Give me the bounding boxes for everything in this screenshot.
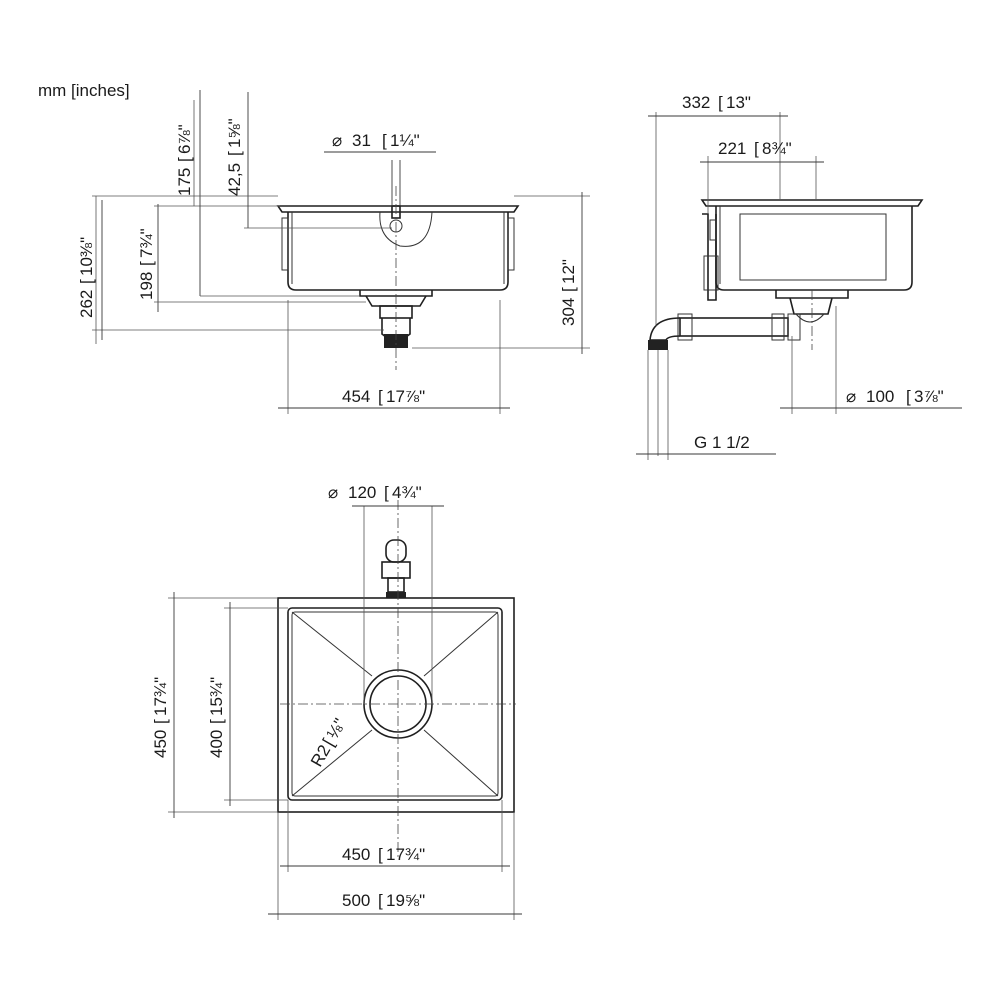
inner-width-450-inches: 17¾" [386, 845, 425, 864]
outer-450-mm: 450 [151, 730, 170, 758]
drain-120-diameter-symbol: ⌀ [328, 483, 338, 502]
height-304-mm: 304 [559, 298, 578, 326]
inner-width-450-bracket: [ [378, 845, 383, 864]
width-454-inches: 17⅞" [386, 387, 425, 406]
outer-500-mm: 500 [342, 891, 370, 910]
drain-100-diameter-symbol: ⌀ [846, 387, 856, 406]
depth-332-mm: 332 [682, 93, 710, 112]
outer-500-bracket: [ [378, 891, 383, 910]
height-175-bracket: [ [175, 157, 194, 162]
depth-221-mm: 221 [718, 139, 746, 158]
drain-120-mm: 120 [348, 483, 376, 502]
radius-inches: ⅛" [323, 715, 350, 742]
front-view: ⌀ 31 [ 1¼" 175 [ 6⅞" 42,5 [ 1⅝" 262 [ 10… [77, 90, 590, 414]
units-label: mm [inches] [38, 81, 130, 100]
width-454-bracket: [ [378, 387, 383, 406]
outer-500-inches: 19⅝" [386, 891, 425, 910]
inner-400-bracket: [ [207, 719, 226, 724]
outer-450-bracket: [ [151, 719, 170, 724]
inner-width-450-mm: 450 [342, 845, 370, 864]
faucet-hole-diameter-symbol: ⌀ [332, 131, 342, 150]
height-262-inches: 10⅜" [77, 237, 96, 276]
inner-400-mm: 400 [207, 730, 226, 758]
height-198-bracket: [ [137, 261, 156, 266]
inner-400-inches: 15¾" [207, 677, 226, 716]
drain-100-bracket: [ [906, 387, 911, 406]
height-42-5-inches: 1⅝" [225, 118, 244, 148]
width-454-mm: 454 [342, 387, 370, 406]
height-42-5-bracket: [ [225, 151, 244, 156]
faucet-hole-inches: 1¼" [390, 131, 420, 150]
thread-size: G 1 1/2 [694, 433, 750, 452]
drain-100-mm: 100 [866, 387, 894, 406]
outer-450-inches: 17¾" [151, 677, 170, 716]
height-198-mm: 198 [137, 272, 156, 300]
faucet-hole-mm: 31 [352, 131, 371, 150]
height-175-mm: 175 [175, 168, 194, 196]
height-262-mm: 262 [77, 290, 96, 318]
depth-221-inches: 8¾" [762, 139, 792, 158]
top-view: ⌀ 120 [ 4¾" 450 [ 17¾" 400 [ 15¾" R2 [ ⅛… [151, 483, 522, 920]
drain-120-inches: 4¾" [392, 483, 422, 502]
height-304-bracket: [ [559, 287, 578, 292]
height-262-bracket: [ [77, 279, 96, 284]
depth-221-bracket: [ [754, 139, 759, 158]
depth-332-bracket: [ [718, 93, 723, 112]
side-view: 332 [ 13" 221 [ 8¾" ⌀ 100 [ 3⅞" G 1 1/2 [636, 93, 962, 460]
height-175-inches: 6⅞" [175, 124, 194, 154]
faucet-hole-bracket-open: [ [382, 131, 387, 150]
height-42-5-mm: 42,5 [225, 163, 244, 196]
height-198-inches: 7¾" [137, 228, 156, 258]
drain-100-inches: 3⅞" [914, 387, 944, 406]
height-304-inches: 12" [559, 259, 578, 284]
depth-332-inches: 13" [726, 93, 751, 112]
drain-120-bracket: [ [384, 483, 389, 502]
